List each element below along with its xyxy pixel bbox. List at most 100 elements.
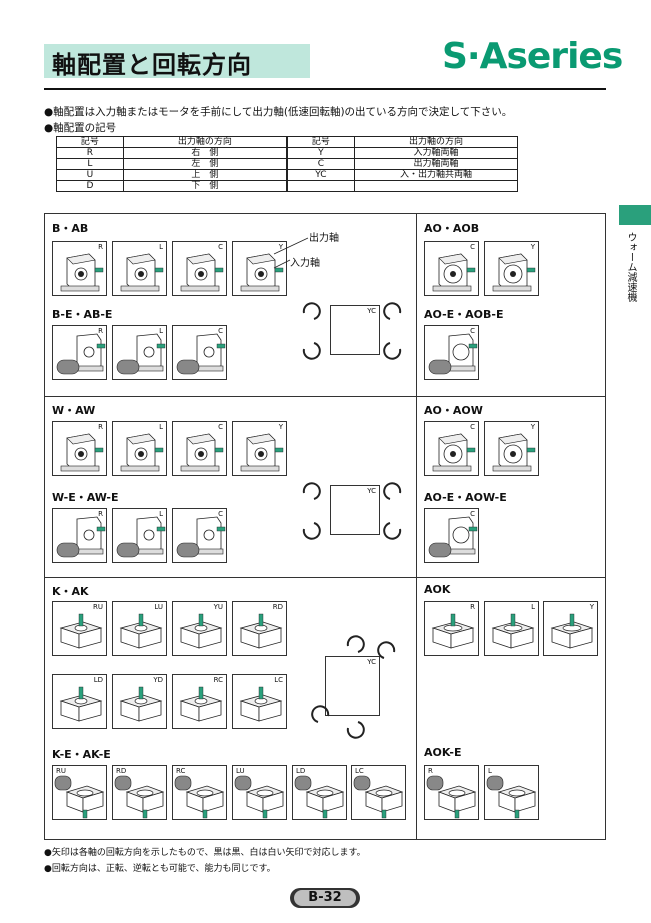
- reducer-icon: [353, 775, 404, 819]
- arrangement-code: Y: [278, 243, 283, 251]
- section-label-aok-e: AOK-E: [424, 746, 462, 759]
- grid-divider-horizontal: [44, 577, 606, 578]
- arrangement-tile: L: [112, 508, 167, 563]
- table-row: L 左 側 C 出力軸両軸: [56, 158, 519, 170]
- arrangement-tile: RD: [112, 765, 167, 820]
- reducer-icon: [240, 433, 284, 472]
- reducer-icon: [180, 253, 224, 292]
- reducer-icon: [60, 433, 104, 472]
- diagram-grid: [44, 213, 606, 840]
- arrangement-tile: YU: [172, 601, 227, 656]
- code-table-header: 記号 出力軸の方向 記号 出力軸の方向: [56, 136, 519, 148]
- reducer-icon: [116, 516, 166, 558]
- callout-leader-lines: [273, 237, 309, 269]
- arrangement-tile: LD: [292, 765, 347, 820]
- side-tab: [619, 205, 651, 225]
- table-cell: L: [56, 158, 124, 170]
- reducer-icon: [428, 516, 478, 558]
- arrangement-tile: L: [112, 241, 167, 296]
- reducer-icon: [59, 613, 103, 649]
- arrangement-code: YU: [213, 603, 223, 611]
- arrangement-tile: R: [52, 508, 107, 563]
- arrangement-code: LU: [236, 767, 245, 775]
- arrangement-code: L: [488, 767, 492, 775]
- rotation-arrows-1: [302, 302, 402, 360]
- reducer-icon: [116, 333, 166, 375]
- reducer-icon: [432, 253, 476, 292]
- reducer-icon: [56, 333, 106, 375]
- arrangement-tile: C: [424, 325, 479, 380]
- arrangement-tile: LC: [232, 674, 287, 729]
- reducer-icon: [59, 686, 103, 722]
- arrangement-code: RC: [213, 676, 223, 684]
- table-row: R 右 側 Y 入力軸両軸: [56, 147, 519, 159]
- reducer-icon: [120, 433, 164, 472]
- reducer-icon: [56, 516, 106, 558]
- table-cell: [285, 180, 355, 192]
- table-row: D 下 側: [56, 180, 519, 192]
- side-tab-label: ウォーム減速機: [625, 232, 636, 302]
- reducer-icon: [491, 613, 535, 649]
- arrangement-code: R: [98, 510, 103, 518]
- arrangement-code: C: [218, 327, 223, 335]
- reducer-icon: [492, 433, 536, 472]
- section-label-aok: AOK: [424, 583, 451, 596]
- arrangement-code: C: [218, 423, 223, 431]
- section-label-k-ak: K・AK: [52, 585, 89, 598]
- arrangement-code: LU: [154, 603, 163, 611]
- arrangement-tile: C: [172, 325, 227, 380]
- arrangement-tile: C: [424, 508, 479, 563]
- reducer-icon: [239, 686, 283, 722]
- arrangement-code: R: [98, 243, 103, 251]
- table-cell: C: [285, 158, 355, 170]
- yc-diagram-3: YC: [325, 656, 380, 716]
- yc-code: YC: [367, 487, 376, 495]
- arrangement-code: L: [531, 603, 535, 611]
- reducer-icon: [54, 775, 105, 819]
- reducer-icon: [431, 613, 475, 649]
- table-cell: 入力軸両軸: [353, 147, 519, 159]
- yc-code: YC: [367, 658, 376, 666]
- reducer-icon: [492, 253, 536, 292]
- arrangement-tile: RU: [52, 765, 107, 820]
- arrangement-tile: Y: [232, 421, 287, 476]
- reducer-icon: [179, 613, 223, 649]
- section-label-ao-e-aob-e: AO-E・AOB-E: [424, 308, 504, 321]
- reducer-icon: [179, 686, 223, 722]
- arrangement-code: R: [98, 423, 103, 431]
- table-row: U 上 側 YC 入・出力軸共両軸: [56, 169, 519, 181]
- arrangement-tile: Y: [543, 601, 598, 656]
- code-table: 記号 出力軸の方向 記号 出力軸の方向 R 右 側 Y 入力軸両軸 L 左 側 …: [56, 136, 519, 192]
- reducer-icon: [550, 613, 594, 649]
- arrangement-tile: RU: [52, 601, 107, 656]
- arrangement-code: L: [159, 510, 163, 518]
- reducer-icon: [428, 333, 478, 375]
- reducer-icon: [180, 433, 224, 472]
- arrangement-tile: Y: [484, 241, 539, 296]
- arrangement-code: C: [470, 243, 475, 251]
- arrangement-code: C: [218, 243, 223, 251]
- reducer-icon: [176, 516, 226, 558]
- arrangement-code: Y: [278, 423, 283, 431]
- reducer-icon: [432, 433, 476, 472]
- table-cell: U: [56, 169, 124, 181]
- arrangement-code: YD: [153, 676, 163, 684]
- arrangement-code: LD: [296, 767, 306, 775]
- arrangement-code: RU: [93, 603, 103, 611]
- section-label-ao-e-aow-e: AO-E・AOW-E: [424, 491, 507, 504]
- rotation-arrows-3: [311, 635, 396, 739]
- grid-divider-horizontal: [44, 396, 606, 397]
- table-cell: 右 側: [122, 147, 288, 159]
- arrangement-code: RD: [116, 767, 127, 775]
- arrangement-code: R: [98, 327, 103, 335]
- yc-diagram-1: YC: [330, 305, 380, 355]
- section-label-w-aw: W・AW: [52, 404, 96, 417]
- table-cell: 出力軸両軸: [353, 158, 519, 170]
- arrangement-code: R: [470, 603, 475, 611]
- reducer-icon: [234, 775, 285, 819]
- section-label-ao-aow: AO・AOW: [424, 404, 483, 417]
- arrangement-tile: R: [52, 241, 107, 296]
- arrangement-code: Y: [530, 243, 535, 251]
- table-cell: YC: [285, 169, 355, 181]
- reducer-icon: [119, 613, 163, 649]
